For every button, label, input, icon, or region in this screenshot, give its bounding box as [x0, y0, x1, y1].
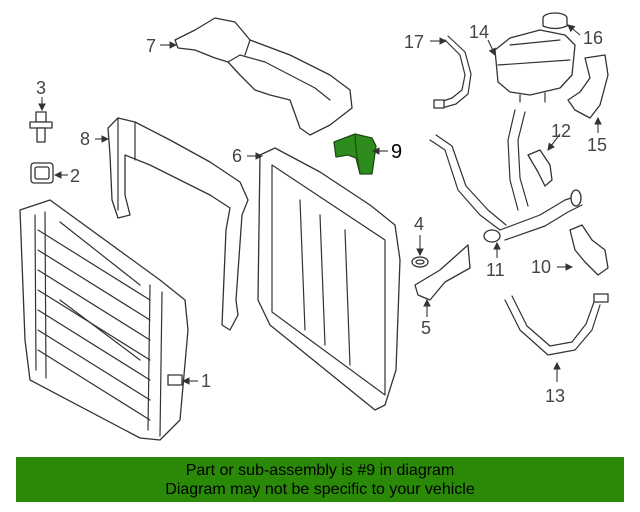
- leader-lines: [38, 24, 602, 385]
- info-banner-line-1: Part or sub-assembly is #9 in diagram: [185, 462, 455, 479]
- part-11-hose-assembly: [429, 109, 583, 243]
- callout-1: 1: [201, 371, 211, 391]
- part-15-bracket: [567, 54, 609, 119]
- callout-7: 7: [146, 36, 156, 56]
- part-2-mount: [30, 162, 54, 184]
- callout-6: 6: [232, 146, 242, 166]
- part-10-hose: [569, 224, 609, 276]
- callout-17: 17: [404, 32, 424, 52]
- callout-4: 4: [414, 214, 424, 234]
- part-14-tank: [494, 29, 576, 103]
- callout-16: 16: [583, 28, 603, 48]
- part-6-shroud: [257, 147, 401, 411]
- part-16-cap: [542, 12, 568, 30]
- callout-5: 5: [421, 318, 431, 338]
- info-banner-line-2: Diagram may not be specific to your vehi…: [165, 481, 475, 498]
- part-7-air-duct: [174, 17, 353, 136]
- part-17-hose: [433, 35, 472, 109]
- parts-diagram: 7 3 2 8 6 9 1 4 5 10 11 12 13 14 15 16 1…: [19, 12, 609, 441]
- callout-9: 9: [391, 141, 402, 163]
- callout-13: 13: [545, 386, 565, 406]
- part-8-frame: [107, 117, 249, 331]
- part-12-hose: [527, 149, 553, 187]
- callout-labels: 7 3 2 8 6 9 1 4 5 10 11 12 13 14 15 16 1…: [36, 22, 607, 406]
- callout-15: 15: [587, 135, 607, 155]
- part-3-bolt: [29, 111, 53, 143]
- callout-8: 8: [80, 129, 90, 149]
- part-4-grommet: [411, 256, 429, 268]
- info-banner: Part or sub-assembly is #9 in diagram Di…: [16, 457, 624, 502]
- part-1-radiator: [19, 199, 189, 441]
- callout-12: 12: [551, 121, 571, 141]
- callout-14: 14: [469, 22, 489, 42]
- callout-11: 11: [486, 260, 505, 280]
- part-5-bracket: [414, 244, 471, 301]
- callout-10: 10: [531, 257, 551, 277]
- callout-2: 2: [70, 166, 80, 186]
- part-13-hose: [504, 293, 609, 356]
- part-9-bracket: [333, 133, 377, 175]
- callout-3: 3: [36, 78, 46, 98]
